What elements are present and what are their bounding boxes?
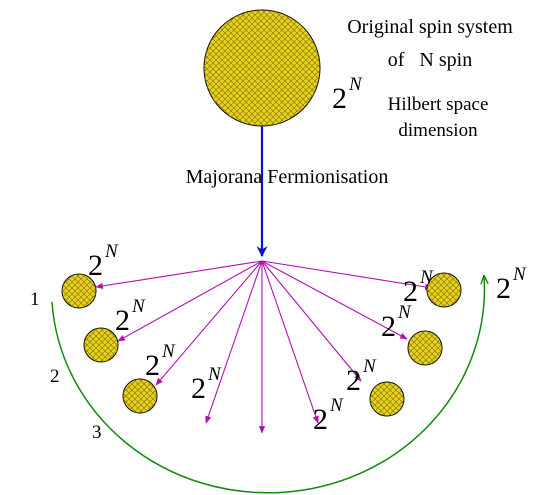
dim-exp: N xyxy=(512,264,527,285)
dim-exp: N xyxy=(104,241,119,262)
dim-base: 2 xyxy=(191,372,206,405)
dim-label: 2 N xyxy=(403,267,434,308)
fan-arrow xyxy=(95,260,263,289)
dim-exp: N xyxy=(329,395,344,416)
sector-ball xyxy=(61,273,97,309)
dim-base: 2 xyxy=(332,82,347,115)
fan-arrow xyxy=(261,260,362,382)
dim-label: 2 N xyxy=(313,395,344,436)
dim-label: 2 N xyxy=(145,341,176,382)
dim-label-top: 2 N xyxy=(332,74,363,115)
sector-balls xyxy=(61,272,462,417)
dim-label: 2 N xyxy=(381,302,412,343)
sector-ball xyxy=(369,381,405,417)
sector-number-1: 1 xyxy=(30,289,40,310)
dim-base: 2 xyxy=(145,349,160,382)
caption-line-2: of N spin xyxy=(388,49,472,71)
dim-exp: N xyxy=(131,296,146,317)
fan-arrow xyxy=(261,260,433,290)
fan-arrow xyxy=(261,260,408,340)
fermionisation-label: Majorana Fermionisation xyxy=(186,166,389,188)
fan-arrow xyxy=(261,260,319,424)
dim-base: 2 xyxy=(496,272,511,305)
original-system-ball-hatch xyxy=(204,10,320,126)
dim-exp: N xyxy=(207,364,222,385)
sector-number-3: 3 xyxy=(92,422,102,443)
dim-base: 2 xyxy=(88,249,103,282)
sector-ball xyxy=(122,378,158,414)
dim-exp: N xyxy=(397,302,412,323)
dim-label: 2 N xyxy=(88,241,119,282)
dim-base: 2 xyxy=(115,304,130,337)
dim-base: 2 xyxy=(313,403,328,436)
fan-arrows xyxy=(95,260,433,434)
hilbert-line-1: Hilbert space xyxy=(388,94,489,115)
fan-arrow xyxy=(117,260,263,342)
hilbert-line-2: dimension xyxy=(398,120,478,141)
fan-arrow xyxy=(205,260,263,424)
dim-label: 2 N xyxy=(496,264,527,305)
dim-label: 2 N xyxy=(191,364,222,405)
dim-exp: N xyxy=(161,341,176,362)
dim-label: 2 N xyxy=(115,296,146,337)
dim-exp: N xyxy=(348,74,363,95)
dim-base: 2 xyxy=(381,310,396,343)
dim-exp: N xyxy=(419,267,434,288)
caption-line-1: Original spin system xyxy=(347,16,513,38)
dim-label: 2 N xyxy=(346,356,377,397)
dim-base: 2 xyxy=(403,275,418,308)
dim-base: 2 xyxy=(346,364,361,397)
fan-arrow xyxy=(155,260,263,386)
sector-number-2: 2 xyxy=(50,366,60,387)
sector-ball xyxy=(83,327,119,363)
sector-ball xyxy=(407,330,443,366)
sector-ball xyxy=(426,272,462,308)
sector-arc xyxy=(51,276,484,494)
dim-exp: N xyxy=(362,356,377,377)
